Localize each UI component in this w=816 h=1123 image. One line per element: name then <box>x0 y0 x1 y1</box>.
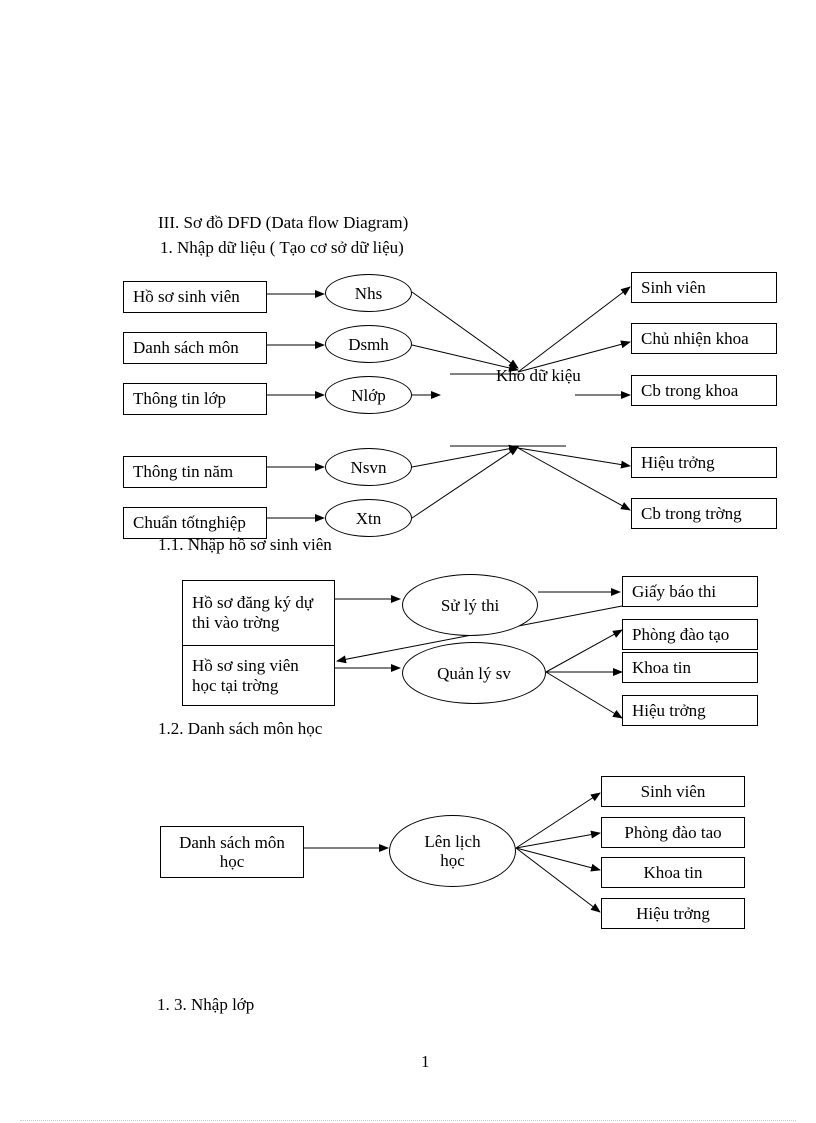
target-sinh-vien: Sinh viên <box>631 272 777 303</box>
target-cb-trong-truong: Cb trong trờng <box>631 498 777 529</box>
source-label: Danh sách môn <box>133 338 239 357</box>
source-ho-so-sinh-vien-truong: Hồ sơ sing viên học tại trờng <box>182 645 335 706</box>
source-label: Hồ sơ sing viên học tại trờng <box>192 655 299 695</box>
process-len-lich-hoc: Lên lịch học <box>389 815 516 887</box>
flow-nsvn-store <box>411 444 519 468</box>
target-sinh-vien: Sinh viên <box>601 776 745 807</box>
page-edge-divider <box>20 1120 796 1121</box>
process-nlop: Nlớp <box>325 376 412 414</box>
page-number: 1 <box>421 1052 430 1071</box>
flow-lenlich-khoatin <box>515 847 601 872</box>
source-label: Hồ sơ sinh viên <box>133 287 240 306</box>
flow-store-hieutruong <box>517 447 631 469</box>
target-khoa-tin: Khoa tin <box>622 652 758 683</box>
target-label: Sinh viên <box>641 277 706 297</box>
source-label: Thông tin lớp <box>133 389 227 408</box>
process-nhs: Nhs <box>325 274 412 312</box>
target-cb-trong-khoa: Cb trong khoa <box>631 375 777 406</box>
target-label: Hiệu trởng <box>632 700 706 720</box>
target-label: Cb trong khoa <box>641 380 739 400</box>
process-su-ly-thi: Sử lý thi <box>402 574 538 636</box>
flow-lenlich-sinhvien <box>515 792 601 849</box>
source-danh-sach-mon-hoc: Danh sách môn học <box>160 826 304 878</box>
target-hieu-truong: Hiệu trởng <box>601 898 745 929</box>
source-label: Hồ sơ đăng ký dự thi vào trờng <box>192 593 314 632</box>
process-nsvn: Nsvn <box>325 448 412 486</box>
target-label: Hiệu trởng <box>641 452 715 472</box>
flow-xtn-store <box>411 446 519 519</box>
target-khoa-tin: Khoa tin <box>601 857 745 888</box>
source-label: Danh sách môn học <box>179 833 285 871</box>
source-ho-so-dang-ky: Hồ sơ đăng ký dự thi vào trờng <box>182 580 335 646</box>
target-label: Giấy báo thi <box>632 581 717 601</box>
target-giay-bao-thi: Giấy báo thi <box>622 576 758 607</box>
process-xtn: Xtn <box>325 499 412 537</box>
source-thong-tin-nam: Thông tin năm <box>123 456 267 488</box>
source-label: Chuẩn tốtnghiệp <box>133 513 246 532</box>
target-phong-dao-tao: Phòng đào tạo <box>622 619 758 650</box>
flow-store-sinhvien <box>517 286 631 373</box>
process-quan-ly-sv: Quản lý sv <box>402 642 546 704</box>
flow-lenlich-phongdt <box>515 830 601 849</box>
flow-lenlich-hieutruong <box>515 847 601 913</box>
source-label: Thông tin năm <box>133 462 234 481</box>
target-label: Sinh viên <box>640 782 706 801</box>
target-hieu-truong: Hiệu trởng <box>631 447 777 478</box>
source-thong-tin-lop: Thông tin lớp <box>123 383 267 415</box>
target-phong-dao-tao: Phòng đào tao <box>601 817 745 848</box>
target-chu-nhiem-khoa: Chủ nhiện khoa <box>631 323 777 354</box>
target-hieu-truong: Hiệu trởng <box>622 695 758 726</box>
target-label: Cb trong trờng <box>641 503 742 523</box>
item1-1-heading: 1.1. Nhập hồ sơ sinh viên <box>158 535 332 554</box>
target-label: Khoa tin <box>632 657 692 677</box>
flow-nhs-store <box>411 291 519 369</box>
flow-quanly-hieutruong <box>545 671 623 719</box>
item1-2-heading: 1.2. Danh sách môn học <box>158 719 323 738</box>
item1-heading: 1. Nhập dữ liệu ( Tạo cơ sở dữ liệu) <box>160 238 404 257</box>
target-label: Phòng đào tạo <box>632 624 730 644</box>
process-dsmh: Dsmh <box>325 325 412 363</box>
item1-3-heading: 1. 3. Nhập lớp <box>157 995 255 1014</box>
flow-quanly-phongdt <box>545 629 623 673</box>
target-label: Khoa tin <box>643 863 703 882</box>
target-label: Phòng đào tao <box>624 823 722 842</box>
target-label: Chủ nhiện khoa <box>641 328 749 348</box>
source-ho-so-sinh-vien: Hồ sơ sinh viên <box>123 281 267 313</box>
process-label: Lên lịch học <box>424 832 481 870</box>
source-chuan-tot-nghiep: Chuẩn tốtnghiệp <box>123 507 267 539</box>
data-store-label: Kho dữ kiệu <box>496 366 581 385</box>
flow-store-cbtruong <box>517 447 631 511</box>
section-heading: III. Sơ đồ DFD (Data flow Diagram) <box>158 213 409 232</box>
target-label: Hiệu trởng <box>636 904 710 923</box>
source-danh-sach-mon: Danh sách môn <box>123 332 267 364</box>
